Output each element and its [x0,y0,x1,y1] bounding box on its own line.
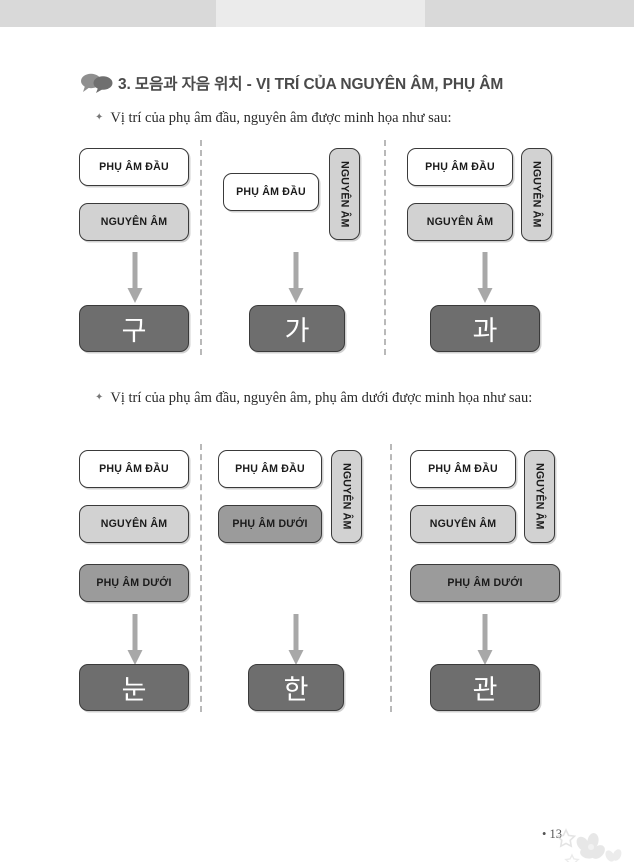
box-vowel-vertical[interactable]: NGUYÊN ÂM [521,148,552,241]
bullet-text-1: Vị trí của phụ âm đầu, nguyên âm được mi… [110,110,452,126]
down-arrow-icon [288,252,304,304]
syllable-result[interactable]: 눈 [79,664,189,711]
down-arrow-icon [477,614,493,666]
box-initial-consonant[interactable]: PHỤ ÂM ĐẦU [218,450,322,488]
box-final-consonant-wide[interactable]: PHỤ ÂM DƯỚI [410,564,560,602]
box-vowel-vertical[interactable]: NGUYÊN ÂM [329,148,360,240]
box-vowel[interactable]: NGUYÊN ÂM [79,203,189,241]
box-vowel[interactable]: NGUYÊN ÂM [79,505,189,543]
box-initial-consonant[interactable]: PHỤ ÂM ĐẦU [410,450,516,488]
flower-blossom-decoration-icon [552,822,624,867]
bullet-marker-icon: ✦ [95,112,104,123]
diagram-group-2: PHỤ ÂM ĐẦU NGUYÊN ÂM PHỤ ÂM DƯỚI 눈 PHỤ Â… [0,444,634,719]
bullet-item-1: ✦ Vị trí của phụ âm đầu, nguyên âm được … [95,108,575,129]
box-vowel-vertical[interactable]: NGUYÊN ÂM [331,450,362,543]
syllable-result[interactable]: 구 [79,305,189,352]
box-initial-consonant[interactable]: PHỤ ÂM ĐẦU [223,173,319,211]
page-header-band [0,0,634,27]
column-divider-4 [390,444,392,712]
box-initial-consonant[interactable]: PHỤ ÂM ĐẦU [79,148,189,186]
box-final-consonant[interactable]: PHỤ ÂM DƯỚI [218,505,322,543]
column-divider-2 [384,140,386,355]
box-vowel[interactable]: NGUYÊN ÂM [407,203,513,241]
bullet-text-2: Vị trí của phụ âm đầu, nguyên âm, phụ âm… [110,390,533,406]
syllable-result[interactable]: 과 [430,305,540,352]
down-arrow-icon [127,252,143,304]
diagram-group-1: PHỤ ÂM ĐẦU NGUYÊN ÂM 구 PHỤ ÂM ĐẦU NGUYÊN… [0,140,634,365]
bullet-marker-icon: ✦ [95,392,104,403]
syllable-result[interactable]: 가 [249,305,345,352]
syllable-result[interactable]: 관 [430,664,540,711]
page-footer: • 13 [0,802,634,867]
down-arrow-icon [288,614,304,666]
page-title: 3. 모음과 자음 위치 - VỊ TRÍ CỦA NGUYÊN ÂM, PHỤ… [118,76,504,93]
box-vowel-vertical[interactable]: NGUYÊN ÂM [524,450,555,543]
bullet-item-2: ✦ Vị trí của phụ âm đầu, nguyên âm, phụ … [95,388,573,409]
box-initial-consonant[interactable]: PHỤ ÂM ĐẦU [407,148,513,186]
header-band-right-segment [425,0,634,27]
syllable-result[interactable]: 한 [248,664,344,711]
page-number: • 13 [541,827,562,841]
box-final-consonant[interactable]: PHỤ ÂM DƯỚI [79,564,189,602]
header-band-middle-segment [216,0,425,27]
box-initial-consonant[interactable]: PHỤ ÂM ĐẦU [79,450,189,488]
down-arrow-icon [127,614,143,666]
header-band-left-segment [0,0,216,27]
section-title: 3. 모음과 자음 위치 - VỊ TRÍ CỦA NGUYÊN ÂM, PHỤ… [80,72,503,94]
column-divider-3 [200,444,202,712]
speech-bubbles-icon [80,72,113,94]
down-arrow-icon [477,252,493,304]
column-divider-1 [200,140,202,355]
box-vowel[interactable]: NGUYÊN ÂM [410,505,516,543]
